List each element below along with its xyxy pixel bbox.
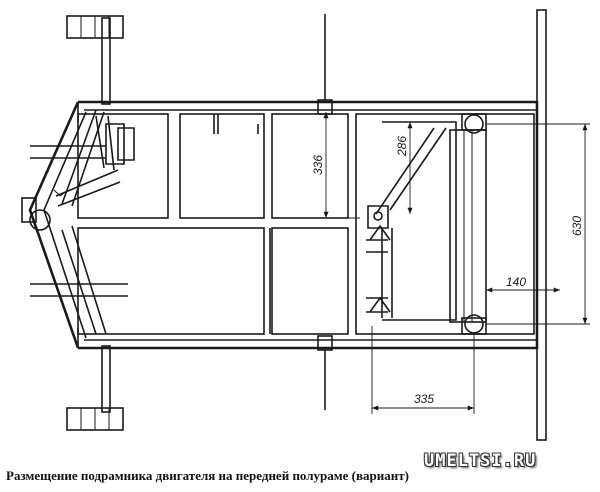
right-frame-beam <box>536 9 547 441</box>
front-axle-top <box>66 15 124 105</box>
cross-beam-top <box>317 14 333 115</box>
figure-caption: Размещение подрамника двигателя на перед… <box>6 468 409 483</box>
dimension-630: 630 <box>486 123 590 325</box>
dimension-286: 286 <box>395 122 413 214</box>
front-axle-bottom <box>66 345 124 431</box>
panel-third-upper <box>271 113 349 219</box>
cross-beam-bottom <box>317 335 333 410</box>
dimension-336: 336 <box>311 112 360 219</box>
panel-third-lower <box>271 227 349 335</box>
dimension-336-label: 336 <box>311 155 325 175</box>
panel-mid-upper <box>179 113 265 219</box>
dimension-140-label: 140 <box>506 275 526 289</box>
panel-front-upper <box>77 113 169 219</box>
dimension-630-label: 630 <box>570 216 584 236</box>
dimension-335: 335 <box>371 326 475 414</box>
site-watermark: UMELTSI.RU <box>424 451 537 471</box>
dimension-286-label: 286 <box>395 136 409 157</box>
panel-front-lower <box>77 227 271 335</box>
dimension-335-label: 335 <box>414 392 434 406</box>
dimension-140: 140 <box>485 275 560 324</box>
engine-subframe <box>355 113 535 335</box>
